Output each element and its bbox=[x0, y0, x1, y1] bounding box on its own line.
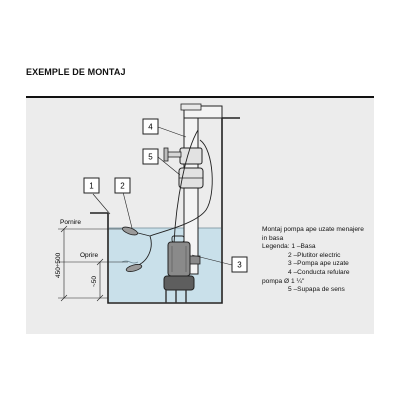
dim-ticks bbox=[60, 225, 104, 302]
callout-5-number: 5 bbox=[148, 153, 153, 162]
legend-title-line2: in basa bbox=[262, 234, 284, 242]
legend-item-check-valve: 5 –Supapa de sens bbox=[288, 286, 345, 294]
gate-valve-handwheel bbox=[163, 147, 169, 162]
legend-item-basin: Legenda: 1 –Basa bbox=[262, 243, 316, 251]
callout-3-leader bbox=[191, 254, 233, 266]
power-cable bbox=[173, 129, 199, 245]
diagram-heading: EXEMPLE DE MONTAJ bbox=[26, 67, 126, 77]
pit-walls bbox=[107, 213, 223, 304]
heading-rule bbox=[26, 96, 374, 98]
stop-level-mark bbox=[121, 260, 139, 264]
callout-2-box bbox=[114, 177, 131, 194]
gate-valve-body bbox=[179, 147, 203, 165]
pit-water bbox=[109, 228, 221, 302]
min-dimension: ~50 bbox=[91, 276, 98, 287]
pump-motor bbox=[167, 241, 191, 277]
legend-title-line1: Montaj pompa ape uzate menajere bbox=[262, 226, 364, 233]
pipe-cap bbox=[180, 103, 202, 111]
legend-item-discharge-size: pompa Ø 1 ¼" bbox=[262, 277, 305, 285]
stop-level-label: Oprire bbox=[80, 252, 98, 259]
legend: Montaj pompa ape uzate menajere in basa … bbox=[262, 226, 386, 295]
callout-4-number: 4 bbox=[148, 123, 153, 132]
callout-5-leader bbox=[157, 156, 181, 176]
callout-5-box bbox=[142, 148, 159, 165]
callout-1-leader bbox=[92, 193, 111, 215]
ground-right bbox=[221, 117, 240, 213]
float-switch-body bbox=[122, 226, 138, 236]
float-switch-lower-body bbox=[125, 264, 143, 272]
callout-3-number: 3 bbox=[237, 261, 242, 270]
legend-item-discharge: 4 –Conducta refulare bbox=[288, 268, 350, 276]
legend-item-pump: 3 –Pompa ape uzate bbox=[288, 260, 349, 268]
pump-outlet bbox=[189, 255, 201, 265]
pump-feet bbox=[165, 290, 187, 303]
callout-2-leader bbox=[122, 191, 133, 229]
callout-2-number: 2 bbox=[120, 182, 125, 191]
gate-valve-stem bbox=[166, 151, 182, 158]
pump-volute bbox=[163, 275, 195, 291]
start-level-label: Pornire bbox=[60, 219, 81, 226]
callout-3-box bbox=[231, 256, 248, 273]
legend-item-float: 2 –Plutitor electric bbox=[288, 251, 341, 259]
callout-4-box bbox=[142, 118, 159, 135]
callout-4-leader bbox=[157, 126, 187, 138]
callout-1-box bbox=[83, 177, 100, 194]
callout-1-number: 1 bbox=[89, 182, 94, 191]
float-cable bbox=[149, 139, 213, 237]
range-dimension: 450÷500 bbox=[55, 252, 62, 278]
